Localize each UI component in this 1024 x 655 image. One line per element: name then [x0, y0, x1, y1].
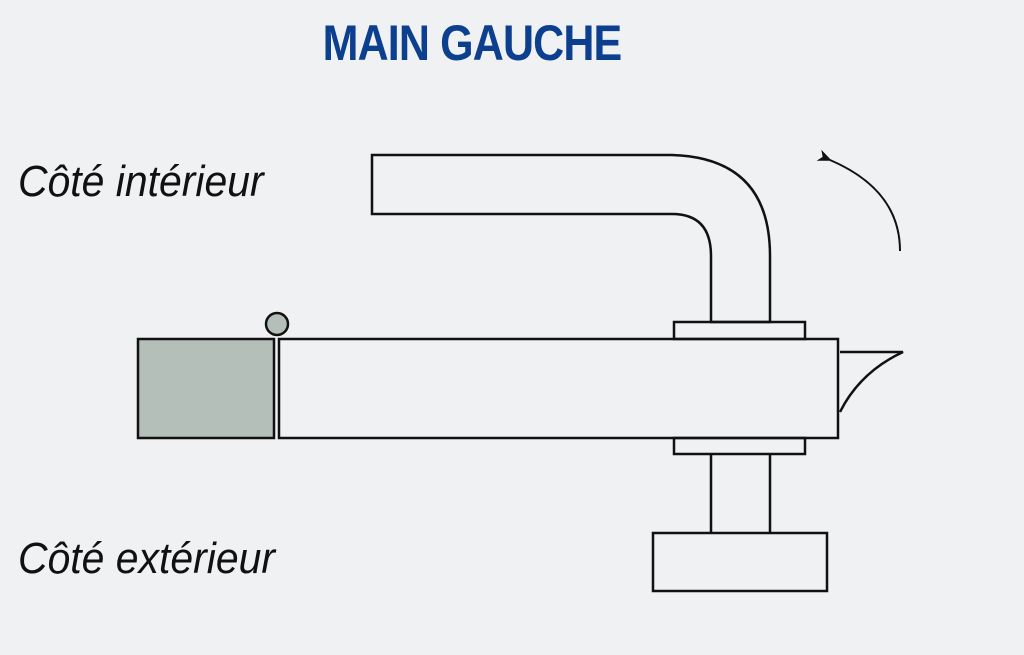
inside-rosette [672, 320, 807, 341]
cylinder-body [136, 337, 276, 440]
cylinder-screw [264, 311, 290, 337]
outside-spindle [709, 454, 772, 533]
outside-side-label: Côté extérieur [18, 534, 276, 583]
inside-side-label: Côté intérieur [18, 157, 264, 206]
latch-bolt [838, 350, 904, 413]
outside-rosette [672, 436, 807, 456]
page-title: MAIN GAUCHE [322, 15, 623, 71]
outside-knob [651, 531, 829, 593]
lock-case [277, 337, 840, 440]
curved-arrow-icon [816, 149, 901, 252]
inside-lever-handle [370, 153, 772, 324]
